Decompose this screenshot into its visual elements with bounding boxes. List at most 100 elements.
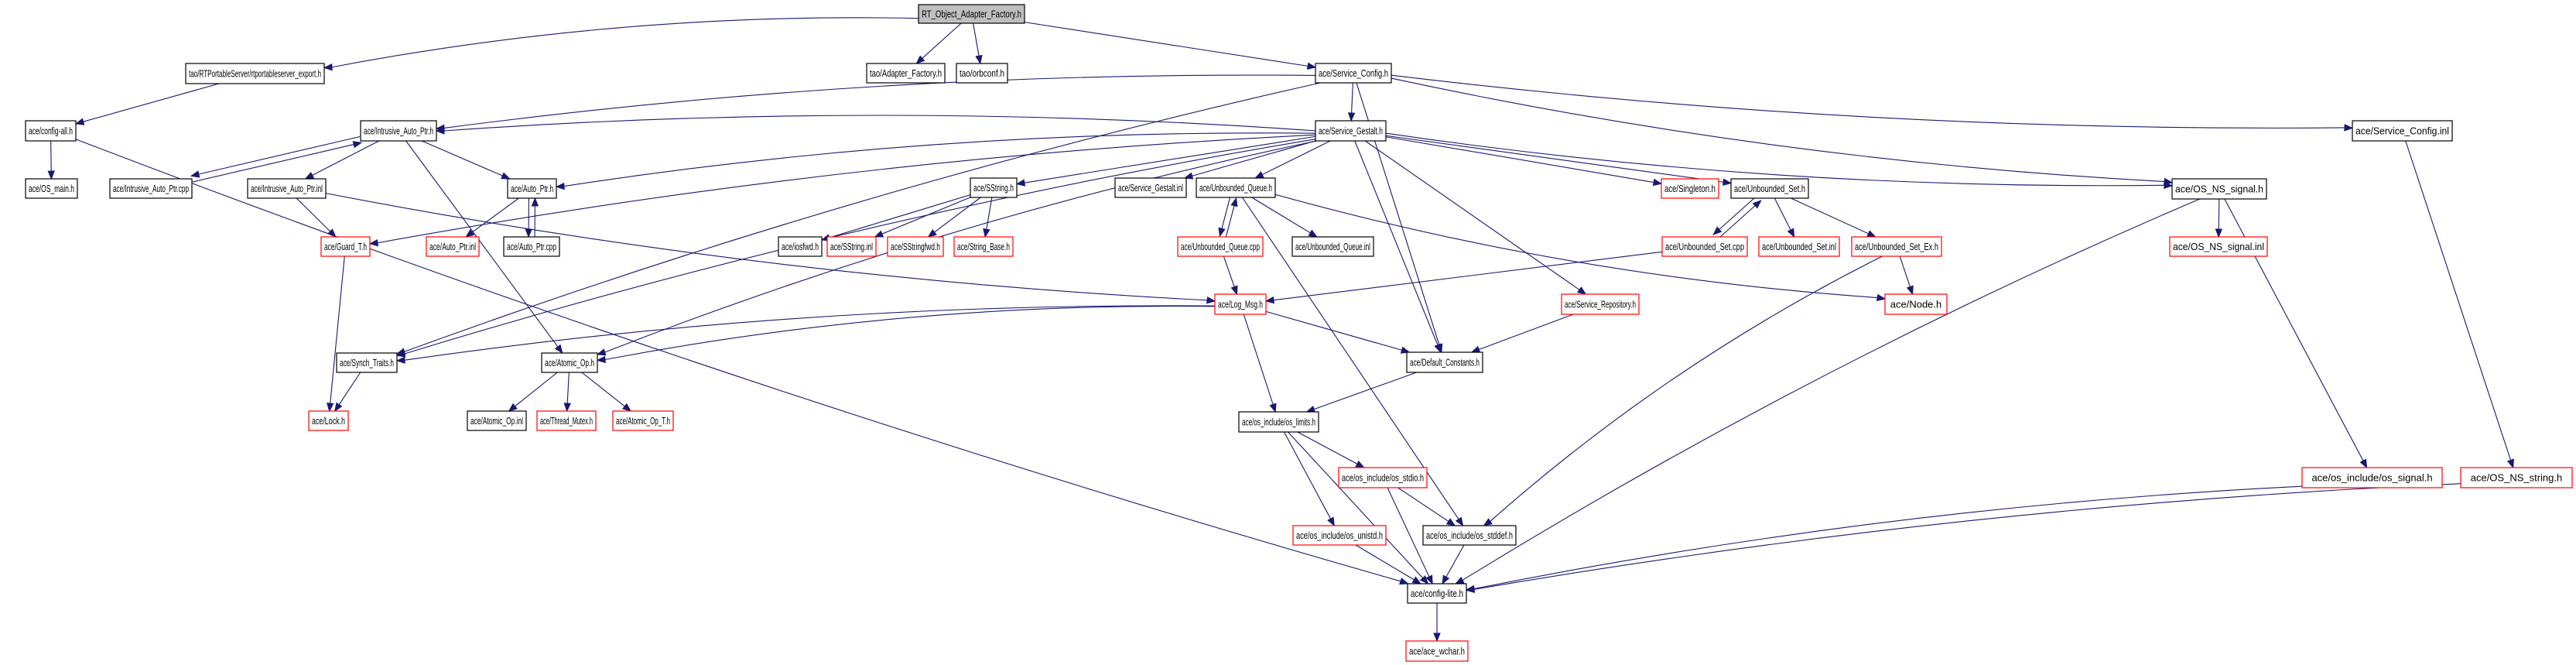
node-intrusive-cpp[interactable]: ace/Intrusive_Auto_Ptr.cpp xyxy=(109,178,193,199)
node-ace-wchar[interactable]: ace/ace_wchar.h xyxy=(1405,640,1469,662)
node-box[interactable] xyxy=(360,120,437,142)
node-box[interactable] xyxy=(1661,236,1748,257)
node-box[interactable] xyxy=(109,178,193,199)
node-box[interactable] xyxy=(1884,293,1948,315)
node-box[interactable] xyxy=(956,63,1008,84)
node-service-config[interactable]: ace/Service_Config.h xyxy=(1315,63,1392,84)
node-os-stdio[interactable]: ace/os_include/os_stdio.h xyxy=(1338,467,1428,488)
node-box[interactable] xyxy=(1291,236,1374,257)
node-box[interactable] xyxy=(320,236,371,257)
node-service-gestalt[interactable]: ace/Service_Gestalt.h xyxy=(1315,120,1387,142)
node-box[interactable] xyxy=(336,352,398,373)
node-box[interactable] xyxy=(612,410,674,431)
node-box[interactable] xyxy=(2352,120,2453,142)
node-us-cpp[interactable]: ace/Unbounded_Set.cpp xyxy=(1661,236,1748,257)
node-box[interactable] xyxy=(1405,640,1469,662)
node-sstring-inl[interactable]: ace/SString.inl xyxy=(826,236,877,257)
node-box[interactable] xyxy=(467,410,527,431)
node-os-ns-signal-inl[interactable]: ace/OS_NS_signal.inl xyxy=(2169,236,2268,257)
node-us-ex[interactable]: ace/Unbounded_Set_Ex.h xyxy=(1851,236,1942,257)
node-box[interactable] xyxy=(918,4,1025,24)
node-box[interactable] xyxy=(1238,411,1319,433)
node-service-config-inl[interactable]: ace/Service_Config.inl xyxy=(2352,120,2453,142)
node-auto-ptr-inl[interactable]: ace/Auto_Ptr.inl xyxy=(426,236,480,257)
node-box[interactable] xyxy=(1758,236,1840,257)
node-auto-ptr-cpp[interactable]: ace/Auto_Ptr.cpp xyxy=(503,236,560,257)
node-box[interactable] xyxy=(507,178,557,199)
node-guard-t[interactable]: ace/Guard_T.h xyxy=(320,236,371,257)
node-os-main[interactable]: ace/OS_main.h xyxy=(25,178,78,199)
node-synch-traits[interactable]: ace/Synch_Traits.h xyxy=(336,352,398,373)
node-box[interactable] xyxy=(2460,467,2573,488)
node-sstring-h[interactable]: ace/SString.h xyxy=(970,177,1018,198)
node-box[interactable] xyxy=(2169,236,2268,257)
node-box[interactable] xyxy=(1292,525,1387,546)
node-box[interactable] xyxy=(1315,63,1392,84)
node-os-ns-string[interactable]: ace/OS_NS_string.h xyxy=(2460,467,2573,488)
node-uq-inl[interactable]: ace/Unbounded_Queue.inl xyxy=(1291,236,1374,257)
node-box[interactable] xyxy=(970,177,1018,198)
node-uq-h[interactable]: ace/Unbounded_Queue.h xyxy=(1196,177,1276,198)
node-box[interactable] xyxy=(1114,177,1187,198)
node-adapter-factory[interactable]: tao/Adapter_Factory.h xyxy=(866,63,946,84)
node-log-msg[interactable]: ace/Log_Msg.h xyxy=(1214,293,1267,315)
node-atomic-op-t[interactable]: ace/Atomic_Op_T.h xyxy=(612,410,674,431)
node-box[interactable] xyxy=(887,236,944,257)
node-box[interactable] xyxy=(541,352,598,373)
node-box[interactable] xyxy=(247,178,327,199)
node-thread-mutex[interactable]: ace/Thread_Mutex.h xyxy=(536,410,597,431)
node-default-constants[interactable]: ace/Default_Constants.h xyxy=(1406,351,1483,373)
node-box[interactable] xyxy=(1214,293,1267,315)
node-config-lite[interactable]: ace/config-lite.h xyxy=(1407,583,1467,604)
node-box[interactable] xyxy=(826,236,877,257)
node-singleton[interactable]: ace/Singleton.h xyxy=(1661,178,1719,199)
node-box[interactable] xyxy=(1338,467,1428,488)
node-atomic-op-inl[interactable]: ace/Atomic_Op.inl xyxy=(467,410,527,431)
node-box[interactable] xyxy=(778,236,823,257)
node-root[interactable]: RT_Object_Adapter_Factory.h xyxy=(918,4,1025,24)
node-intrusive-inl[interactable]: ace/Intrusive_Auto_Ptr.inl xyxy=(247,178,327,199)
node-box[interactable] xyxy=(25,120,77,142)
node-box[interactable] xyxy=(426,236,480,257)
node-box[interactable] xyxy=(185,63,325,84)
node-box[interactable] xyxy=(1561,293,1640,315)
node-box[interactable] xyxy=(1407,583,1467,604)
node-atomic-op-h[interactable]: ace/Atomic_Op.h xyxy=(541,352,598,373)
node-box[interactable] xyxy=(1730,178,1809,199)
node-orbconf[interactable]: tao/orbconf.h xyxy=(956,63,1008,84)
node-box[interactable] xyxy=(2171,178,2267,200)
node-intrusive-h[interactable]: ace/Intrusive_Auto_Ptr.h xyxy=(360,120,437,142)
node-box[interactable] xyxy=(536,410,597,431)
node-iosfwd[interactable]: ace/iosfwd.h xyxy=(778,236,823,257)
node-box[interactable] xyxy=(1177,236,1264,257)
node-box[interactable] xyxy=(2301,467,2443,488)
node-string-base[interactable]: ace/String_Base.h xyxy=(953,236,1014,257)
node-box[interactable] xyxy=(1422,525,1517,546)
node-os-ns-signal-h[interactable]: ace/OS_NS_signal.h xyxy=(2171,178,2267,200)
node-box[interactable] xyxy=(25,178,78,199)
node-service-repo[interactable]: ace/Service_Repository.h xyxy=(1561,293,1640,315)
node-os-limits[interactable]: ace/os_include/os_limits.h xyxy=(1238,411,1319,433)
node-box[interactable] xyxy=(866,63,946,84)
node-lock-h[interactable]: ace/Lock.h xyxy=(308,410,349,431)
node-auto-ptr-h[interactable]: ace/Auto_Ptr.h xyxy=(507,178,557,199)
node-config-all[interactable]: ace/config-all.h xyxy=(25,120,77,142)
node-box[interactable] xyxy=(308,410,349,431)
node-os-stddef[interactable]: ace/os_include/os_stddef.h xyxy=(1422,525,1517,546)
node-us-inl[interactable]: ace/Unbounded_Set.inl xyxy=(1758,236,1840,257)
node-sstringfwd[interactable]: ace/SStringfwd.h xyxy=(887,236,944,257)
node-box[interactable] xyxy=(1196,177,1276,198)
node-rtps-export[interactable]: tao/RTPortableServer/rtportableserver_ex… xyxy=(185,63,325,84)
node-os-unistd[interactable]: ace/os_include/os_unistd.h xyxy=(1292,525,1387,546)
node-box[interactable] xyxy=(1315,120,1387,142)
node-box[interactable] xyxy=(1851,236,1942,257)
node-service-gestalt-inl[interactable]: ace/Service_Gestalt.inl xyxy=(1114,177,1187,198)
node-uq-cpp[interactable]: ace/Unbounded_Queue.cpp xyxy=(1177,236,1264,257)
node-box[interactable] xyxy=(503,236,560,257)
node-box[interactable] xyxy=(953,236,1014,257)
node-os-signal[interactable]: ace/os_include/os_signal.h xyxy=(2301,467,2443,488)
node-box[interactable] xyxy=(1661,178,1719,199)
node-node-h[interactable]: ace/Node.h xyxy=(1884,293,1948,315)
node-box[interactable] xyxy=(1406,351,1483,373)
node-us-h[interactable]: ace/Unbounded_Set.h xyxy=(1730,178,1809,199)
